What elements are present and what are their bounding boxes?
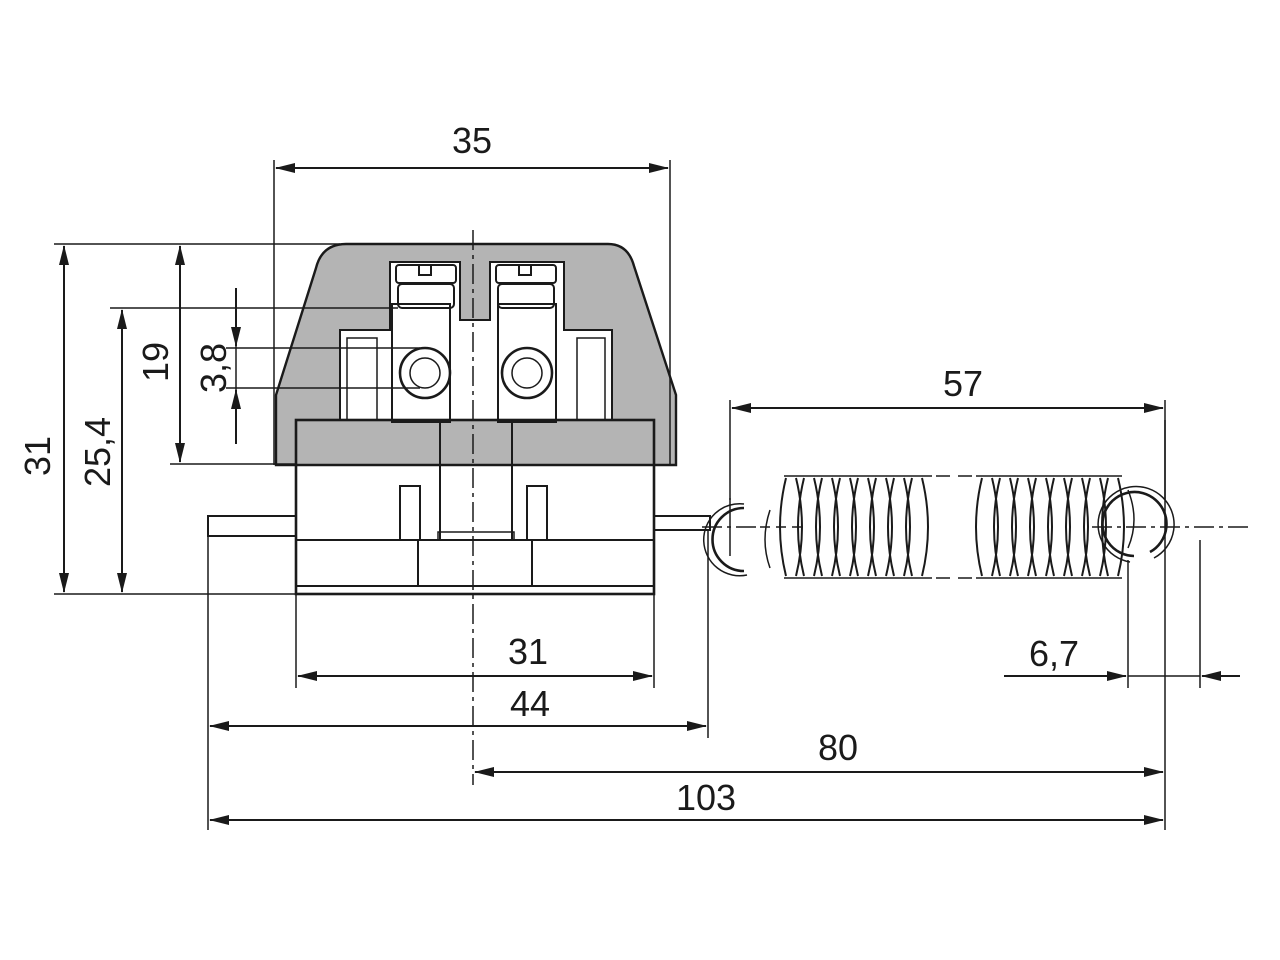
dim-label-31-horizontal: 31 (508, 631, 548, 672)
extension-lines (54, 160, 1201, 830)
dim-label-6-7: 6,7 (1029, 633, 1079, 674)
terminal-housing (207, 242, 711, 596)
dim-label-35: 35 (452, 120, 492, 161)
dimension-lines (59, 163, 1240, 825)
dim-label-103: 103 (676, 777, 736, 818)
dim-label-19: 19 (135, 342, 176, 382)
dim-label-31-vertical: 31 (17, 436, 58, 476)
tension-spring (702, 475, 1175, 579)
dim-label-25-4: 25,4 (77, 417, 118, 487)
dim-label-3-8: 3,8 (193, 343, 234, 393)
dim-label-80: 80 (818, 727, 858, 768)
dimension-labels: 35 31 25,4 19 3,8 57 31 44 6,7 80 103 (17, 120, 1079, 818)
dim-label-44: 44 (510, 683, 550, 724)
dim-label-57: 57 (943, 363, 983, 404)
